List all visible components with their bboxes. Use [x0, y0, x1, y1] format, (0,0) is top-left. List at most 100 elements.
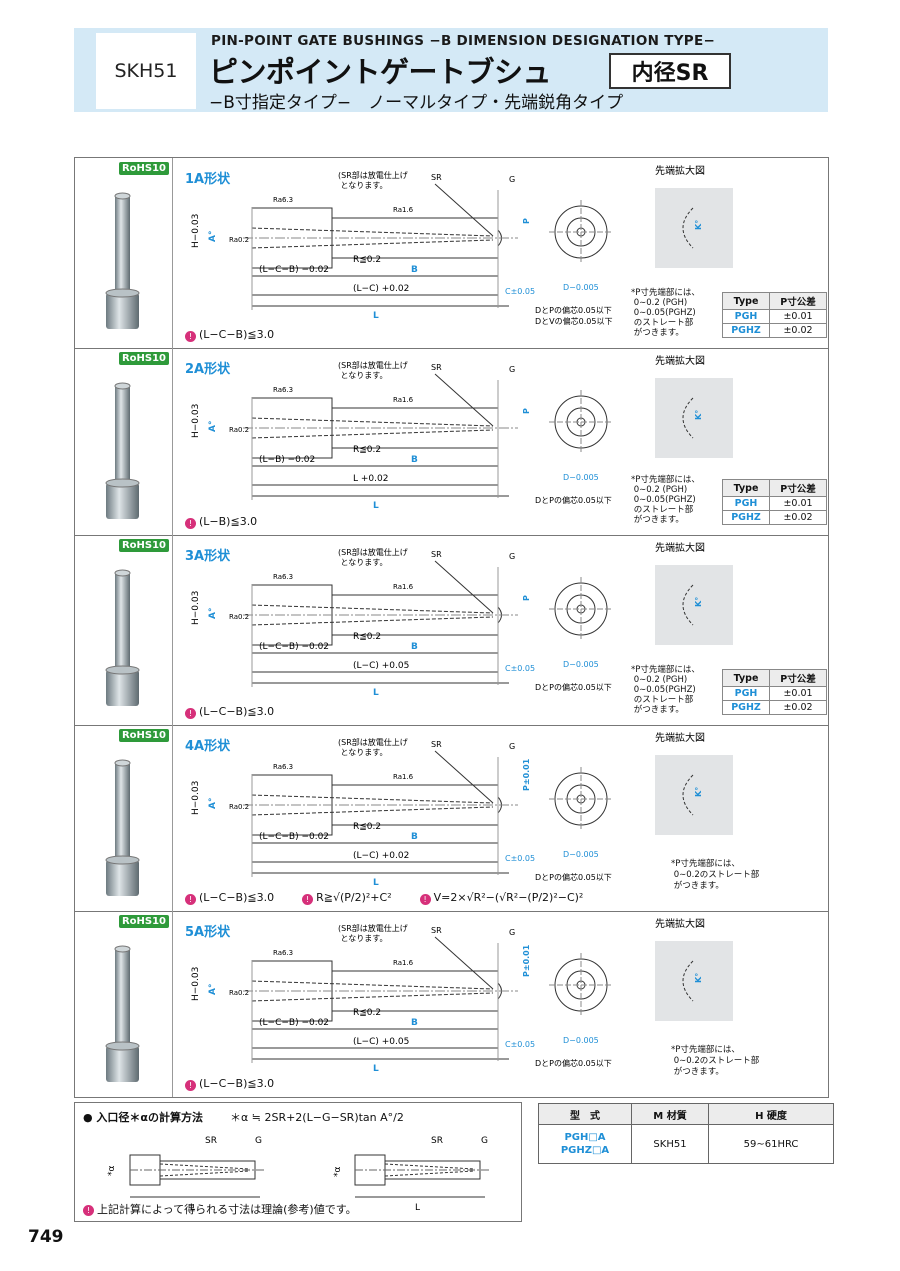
dimension-note: !(L−B)≦3.0: [185, 515, 257, 529]
h-dim-label: H−0.03: [191, 591, 201, 625]
tol-type-cell: PGHZ: [722, 700, 770, 715]
calc-box: ● 入口径＊αの計算方法 ＊α ≒ 2SR+2(L−G−SR)tan A°/2 …: [74, 1102, 522, 1222]
svg-text:*α: *α: [107, 1166, 117, 1177]
g-label: G: [509, 742, 515, 751]
dp-note: DとPの偏芯0.05以下: [535, 495, 612, 505]
shape-label: 4A形状: [185, 739, 231, 754]
l-label: L: [373, 311, 379, 321]
roughness-0-2: Ra0.2: [229, 613, 249, 621]
roughness-6-3: Ra6.3: [273, 196, 293, 204]
b-label: B: [411, 832, 418, 842]
sr-label: SR: [431, 926, 442, 935]
bushing-photo: [105, 759, 140, 896]
roughness-1-6: Ra1.6: [393, 959, 414, 967]
svg-text:G: G: [481, 1136, 488, 1146]
svg-text:*α: *α: [333, 1167, 343, 1178]
dim-top-label: (L−C−B) −0.02: [259, 832, 329, 842]
b-label: B: [411, 265, 418, 275]
pin-icon: !: [83, 1205, 94, 1216]
product-photo: RoHS10: [75, 348, 173, 535]
dim-mid-label: L +0.02: [353, 474, 388, 484]
g-label: G: [509, 552, 515, 561]
calc-title: ● 入口径＊αの計算方法: [83, 1111, 203, 1124]
sr-label: SR: [431, 740, 442, 749]
enlarged-view-label: 先端拡大図: [655, 917, 705, 930]
sr-label: SR: [431, 363, 442, 372]
pin-icon: !: [302, 894, 314, 905]
product-photo: RoHS10: [75, 158, 173, 348]
r-label: R≦0.2: [353, 1008, 381, 1018]
l-label: L: [373, 1064, 379, 1074]
h-dim-label: H−0.03: [191, 404, 201, 438]
english-title: PIN-POINT GATE BUSHINGS −B DIMENSION DES…: [211, 33, 716, 49]
sr-note: (SR部は放電仕上げ となります。: [338, 170, 408, 190]
svg-text:G: G: [255, 1136, 262, 1146]
tol-header-p: P寸公差: [769, 479, 827, 497]
product-photo: RoHS10: [75, 725, 173, 911]
roughness-1-6: Ra1.6: [393, 773, 414, 781]
rohs-badge: RoHS10: [118, 729, 169, 742]
mat-types: PGH□A PGHZ□A: [538, 1124, 632, 1164]
calc-formula: ＊α ≒ 2SR+2(L−G−SR)tan A°/2: [230, 1111, 404, 1124]
a-angle-label: A°: [208, 798, 218, 809]
dimension-note-text: (L−C−B)≦3.0: [199, 705, 275, 718]
bushing-photo: [105, 192, 140, 329]
k-angle-label: K°: [694, 410, 703, 420]
b-label: B: [411, 455, 418, 465]
p-straight-note: *P寸先端部には、 0∼0.2のストレート部 がつきます。: [671, 1045, 760, 1077]
p-label: P±0.01: [522, 944, 531, 977]
calc-note: !上記計算によって得られる寸法は理論(参考)値です。: [83, 1201, 357, 1217]
rohs-badge: RoHS10: [118, 352, 169, 365]
tol-type-cell: PGHZ: [722, 323, 770, 338]
calc-diagram-right: L SR G *α: [333, 1136, 490, 1213]
p-label: P: [522, 408, 531, 414]
mat-header-hardness: H 硬度: [708, 1103, 834, 1125]
dimension-note: !(L−C−B)≦3.0: [185, 705, 274, 719]
mat-header-type: 型 式: [538, 1103, 632, 1125]
dim-top-label: (L−B) −0.02: [259, 455, 315, 465]
g-label: G: [509, 365, 515, 374]
c-tol-label: C±0.05: [505, 664, 535, 673]
roughness-1-6: Ra1.6: [393, 583, 414, 591]
dim-top-label: (L−C−B) −0.02: [259, 265, 329, 275]
dim-mid-label: (L−C) +0.02: [353, 851, 409, 861]
h-dim-label: H−0.03: [191, 781, 201, 815]
dimension-note: !(L−C−B)≦3.0!R≧√(P/2)²+C²!V=2×√R²−(√R²−(…: [185, 891, 583, 905]
pin-icon: !: [185, 1080, 196, 1091]
sr-label: SR: [431, 550, 442, 559]
shape-label: 1A形状: [185, 172, 231, 187]
roughness-1-6: Ra1.6: [393, 206, 414, 214]
page-number: 749: [28, 1227, 64, 1247]
tol-value-cell: ±0.02: [769, 323, 827, 338]
h-dim-label: H−0.03: [191, 214, 201, 248]
enlarged-view-label: 先端拡大図: [655, 731, 705, 744]
page-title: ピンポイントゲートブシュ: [209, 55, 552, 89]
enlarged-view-label: 先端拡大図: [655, 541, 705, 554]
k-angle-label: K°: [694, 597, 703, 607]
dp-note: DとPの偏芯0.05以下: [535, 305, 612, 315]
d-tol-label: D−0.005: [563, 660, 599, 669]
p-label: P: [522, 218, 531, 224]
r-formula-note: R≧√(P/2)²+C²: [316, 891, 392, 904]
dim-top-label: (L−C−B) −0.02: [259, 1018, 329, 1028]
roughness-0-2: Ra0.2: [229, 236, 249, 244]
dimension-note-text: (L−C−B)≦3.0: [199, 891, 275, 904]
svg-text:L: L: [415, 1203, 420, 1213]
tol-header-type: Type: [722, 292, 770, 310]
title-badge: 内径SR: [609, 53, 731, 89]
roughness-0-2: Ra0.2: [229, 989, 249, 997]
r-label: R≦0.2: [353, 255, 381, 265]
r-label: R≦0.2: [353, 632, 381, 642]
a-angle-label: A°: [208, 984, 218, 995]
material-code-box: SKH51: [96, 33, 196, 109]
tol-header-p: P寸公差: [769, 669, 827, 687]
bushing-photo: [105, 382, 140, 519]
p-label: P±0.01: [522, 758, 531, 791]
